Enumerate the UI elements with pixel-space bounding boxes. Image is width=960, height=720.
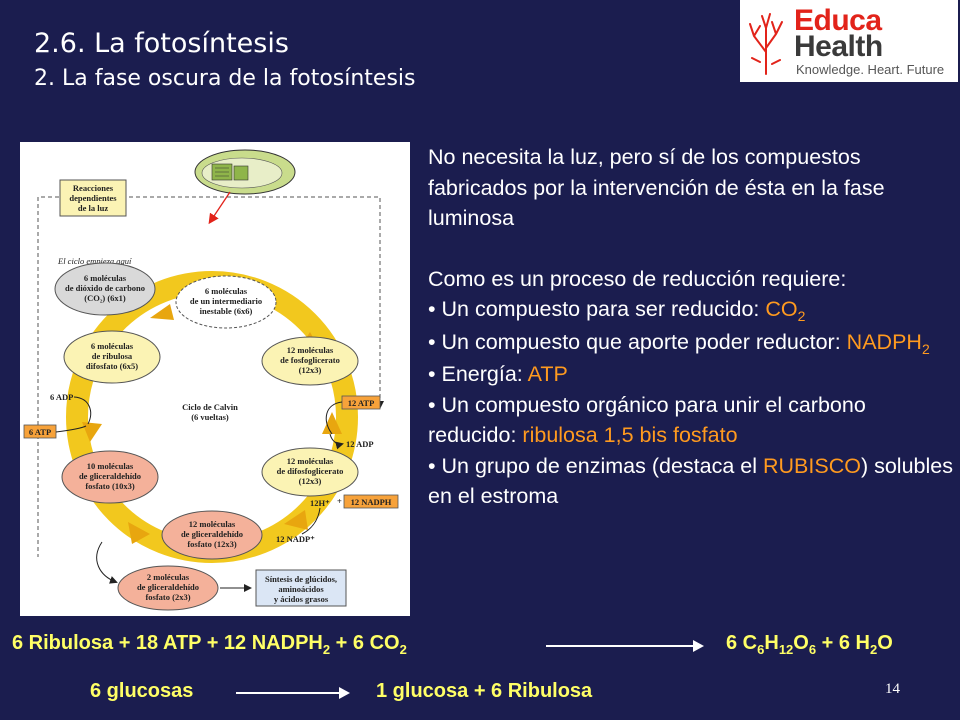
chloroplast-icon <box>194 149 296 225</box>
g3p10-label-1: 10 moléculas <box>87 461 134 471</box>
intermediate-label-2: de un intermediario <box>190 296 262 306</box>
nadp12-label: 12 NADP⁺ <box>276 534 315 544</box>
co2-label-1: 6 moléculas <box>84 273 127 283</box>
equation-1-arrow <box>546 640 704 652</box>
g3p10-label-3: fosfato (10x3) <box>85 481 135 491</box>
synthesis-label-1: Síntesis de glúcidos, <box>265 574 337 584</box>
lead-paragraph: Como es un proceso de reducción requiere… <box>428 266 847 291</box>
h12-label: 12H⁺ <box>310 498 330 508</box>
equation-1-left: 6 Ribulosa + 18 ATP + 12 NADPH2 + 6 CO2 <box>12 632 407 657</box>
phosphoglycerate-label-1: 12 moléculas <box>287 345 334 355</box>
co2-label-3: (CO₂) (6x1) <box>84 293 126 303</box>
diphosphoglycerate-label-3: (12x3) <box>299 476 322 486</box>
bullet-enzymes: • Un grupo de enzimas (destaca el RUBISC… <box>428 453 953 509</box>
light-reactions-label-1: Reacciones <box>73 183 114 193</box>
logo-brand-bottom: Health <box>794 30 883 63</box>
g3p10-label-2: de gliceraldehído <box>79 471 141 481</box>
tree-logo-icon <box>749 13 783 75</box>
phosphoglycerate-label-2: de fosfoglicerato <box>280 355 340 365</box>
phosphoglycerate-label-3: (12x3) <box>299 365 322 375</box>
educa-health-logo: Educa Health Knowledge. Heart. Future <box>740 0 958 82</box>
logo-brand-top: Educa <box>794 4 882 37</box>
intermediate-label-3: inestable (6x6) <box>200 306 253 316</box>
cycle-start-label: El ciclo empieza aquí <box>57 256 132 266</box>
ribulose-label-1: 6 moléculas <box>91 341 134 351</box>
logo-tagline: Knowledge. Heart. Future <box>796 62 945 77</box>
co2-label-2: de dióxido de carbono <box>65 283 145 293</box>
calvin-center-label-2: (6 vueltas) <box>191 412 229 422</box>
adp6-label: 6 ADP <box>50 392 73 402</box>
diphosphoglycerate-label-1: 12 moléculas <box>287 456 334 466</box>
synthesis-label-3: y ácidos grasos <box>274 594 329 604</box>
light-reactions-label-2: dependientes <box>69 193 117 203</box>
g3p2-label-3: fosfato (2x3) <box>145 592 190 602</box>
page-title: 2.6. La fotosíntesis <box>34 28 289 59</box>
equation-2-arrow <box>236 687 350 699</box>
equation-2-right: 1 glucosa + 6 Ribulosa <box>376 680 593 702</box>
synthesis-label-2: aminoácidos <box>278 584 324 594</box>
page-number: 14 <box>885 681 900 697</box>
ribulose-label-2: de ribulosa <box>92 351 133 361</box>
g3p12-label-3: fosfato (12x3) <box>187 539 237 549</box>
ribulose-label-3: difosfato (6x5) <box>86 361 138 371</box>
svg-text:+: + <box>337 496 342 506</box>
intro-paragraph: No necesita la luz, pero sí de los compu… <box>428 145 885 230</box>
light-reactions-label-3: de la luz <box>78 203 108 213</box>
equation-2-left: 6 glucosas <box>90 680 194 702</box>
calvin-cycle-diagram: Reacciones dependientes de la luz El cic… <box>20 142 410 616</box>
page-subtitle: 2. La fase oscura de la fotosíntesis <box>34 66 416 91</box>
intermediate-label-1: 6 moléculas <box>205 286 248 296</box>
calvin-center-label-1: Ciclo de Calvin <box>182 402 238 412</box>
g3p12-label-2: de gliceraldehído <box>181 529 243 539</box>
g3p12-label-1: 12 moléculas <box>189 519 236 529</box>
adp12-label: 12 ADP <box>346 439 374 449</box>
explanation-text: No necesita la luz, pero sí de los compu… <box>428 142 953 512</box>
atp12-label: 12 ATP <box>348 398 375 408</box>
bullet-nadph: • Un compuesto que aporte poder reductor… <box>428 329 930 357</box>
nadph12-label: 12 NADPH <box>351 497 392 507</box>
g3p2-label-2: de gliceraldehído <box>137 582 199 592</box>
bullet-ribulose: • Un compuesto orgánico para unir el car… <box>428 392 866 448</box>
atp6-label: 6 ATP <box>29 427 51 437</box>
bullet-atp: • Energía: ATP <box>428 362 568 386</box>
bullet-co2: • Un compuesto para ser reducido: CO2 <box>428 297 806 324</box>
g3p2-label-1: 2 moléculas <box>147 572 190 582</box>
diphosphoglycerate-label-2: de difosfoglicerato <box>277 466 344 476</box>
equation-1-right: 6 C6H12O6 + 6 H2O <box>726 632 893 657</box>
